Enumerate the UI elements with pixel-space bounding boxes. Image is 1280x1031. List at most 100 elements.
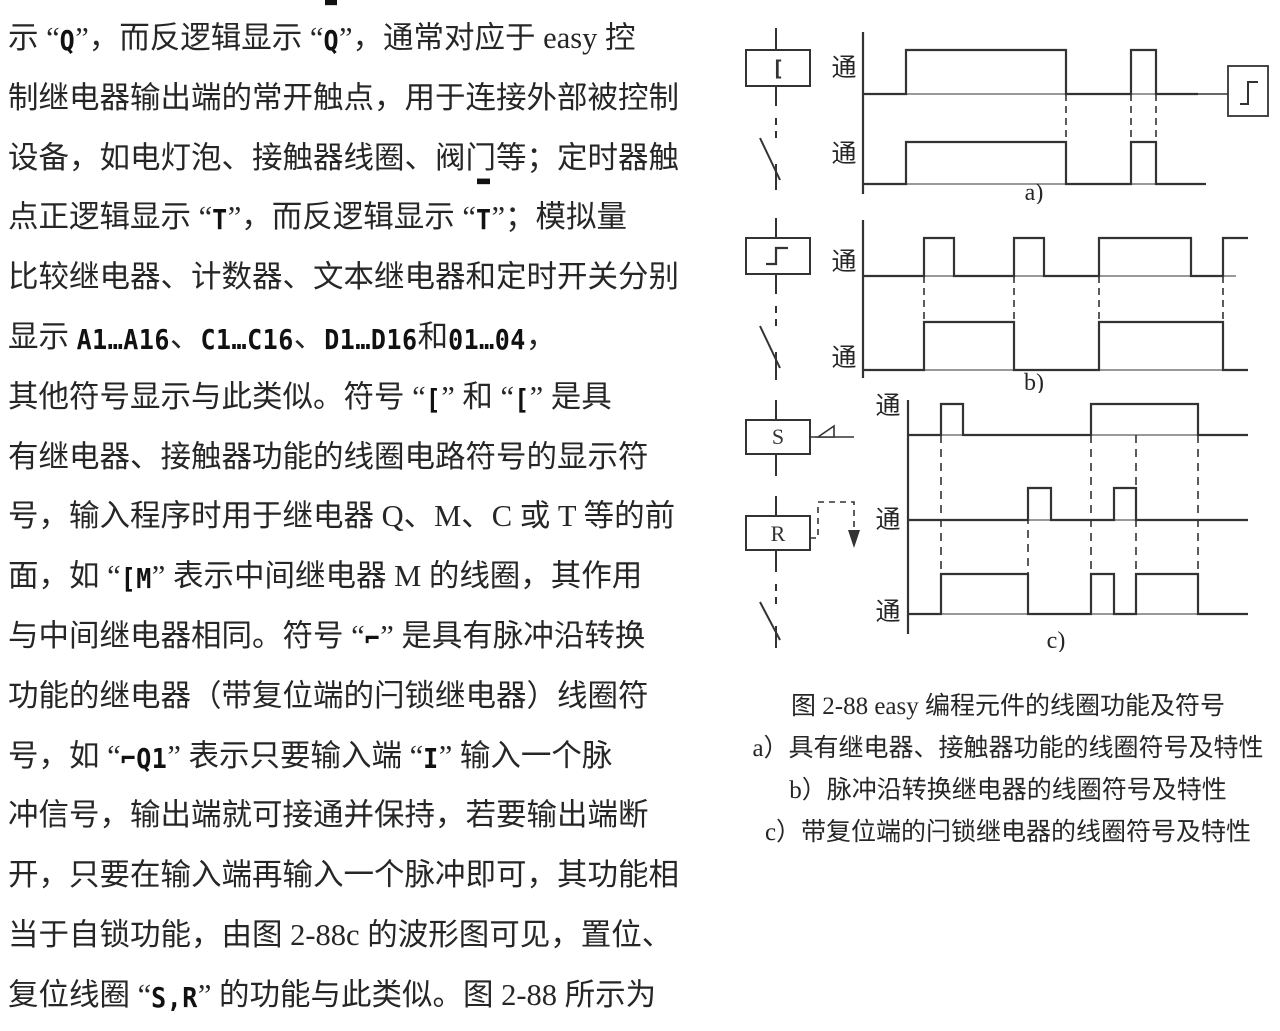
waveform-a-input (863, 48, 1198, 96)
lcd-glyph-run: T (476, 178, 492, 254)
body-text-line: 复位线圈 “S,R” 的功能与此类似。图 2-88 所示为 (8, 965, 724, 1025)
text-run: 比较继电器、计数器、文本继电器和定时开关分别 (8, 260, 679, 295)
text-run: 功能的继电器（带复位端的闩锁继电器）线圈符 (8, 678, 649, 713)
lcd-glyph-run: D1…D16 (324, 323, 418, 356)
waveform-b-input (863, 236, 1248, 278)
book-page: 示 “Q”，而反逻辑显示 “Q”，通常对应于 easy 控制继电器输出端的常开触… (8, 0, 1280, 1013)
body-text-line: 面，如 “[M” 表示中间继电器 M 的线圈，其作用 (8, 546, 724, 606)
figure-caption-c: c）带复位端的闩锁继电器的线圈符号及特性 (764, 819, 1252, 846)
body-text-column: 示 “Q”，而反逻辑显示 “Q”，通常对应于 easy 控制继电器输出端的常开触… (8, 0, 724, 1013)
body-text-line: 冲信号，输出端就可接通并保持，若要输出端断 (8, 785, 724, 845)
axis-label-c-reset: 通 (875, 507, 900, 534)
text-run: 面，如 “ (8, 559, 121, 594)
text-run: ” 表示只要输入端 “ (167, 738, 424, 773)
text-run: 复位线圈 “ (8, 977, 152, 1012)
reset-arrow-head-c (848, 530, 860, 548)
text-run: 与中间继电器相同。符号 “ (8, 619, 365, 653)
figure-caption-b: b）脉冲沿转换继电器的线圈符号及特性 (789, 777, 1227, 804)
body-text-line: 点正逻辑显示 “T”，而反逻辑显示 “T”；模拟量 (8, 178, 724, 247)
body-text-line: 号，如 “⌐Q1” 表示只要输入端 “I” 输入一个脉 (8, 726, 724, 786)
panel-label-c: c) (1047, 628, 1066, 652)
text-run: 点正逻辑显示 “ (8, 200, 213, 235)
lcd-glyph-run: Q (59, 24, 76, 57)
waveform-c-set (908, 402, 1248, 437)
text-run: 设备，如电灯泡、接触器线圈、阀门等；定时器触 (8, 140, 679, 175)
panel-label-b: b) (1024, 370, 1044, 393)
lcd-glyph-run: [M (120, 562, 152, 595)
text-run: 和 (417, 320, 449, 354)
axis-label-c-set: 通 (875, 393, 900, 420)
text-run: 、 (169, 320, 201, 354)
lcd-glyph-run: Q (323, 0, 339, 74)
coil-symbol-glyph-a: [ (772, 57, 785, 81)
waveform-c-output (908, 572, 1248, 616)
lcd-glyph-run: A1…A16 (76, 323, 170, 356)
lcd-glyph-run: ⌐ (364, 622, 381, 655)
body-text-line: 示 “Q”，而反逻辑显示 “Q”，通常对应于 easy 控 (8, 0, 724, 68)
coil-box-a (745, 49, 811, 87)
figure-panel-a: [ 通 通 (736, 14, 1280, 204)
lcd-glyph-run: [ (425, 382, 442, 416)
body-text-line: 当于自锁功能，由图 2-88c 的波形图可见，置位、 (8, 905, 724, 965)
set-symbol-glyph-c: S (772, 424, 784, 449)
reset-feedback-dashed-c (810, 501, 855, 539)
figure-panel-b: 通 通 b) (736, 208, 1280, 393)
set-arrow-head-c (815, 424, 835, 438)
lcd-glyph-run: S,R (151, 980, 198, 1014)
axis-label-a-top: 通 (831, 55, 856, 82)
figure-caption-a: a）具有继电器、接触器功能的线圈符号及特性 (752, 735, 1264, 762)
body-text-line: 开，只要在输入端再输入一个脉冲即可，其功能相 (8, 845, 724, 905)
lcd-glyph-run: T (212, 203, 228, 237)
text-run: 号，输入程序时用于继电器 Q、M、C 或 T 等的前 (8, 499, 676, 534)
coil-symbol-glyph-b (766, 246, 788, 266)
lcd-glyph-run: [ (514, 382, 530, 416)
text-run: ” 表示中间继电器 M 的线圈，其作用 (151, 559, 643, 594)
axis-label-b-bottom: 通 (831, 345, 856, 372)
text-run: 号，如 “ (8, 738, 121, 773)
text-run: ” 输入一个脉 (438, 738, 613, 773)
waveform-a-output (863, 140, 1206, 186)
text-run: ”，而反逻辑显示 “ (75, 21, 324, 55)
body-text-line: 号，输入程序时用于继电器 Q、M、C 或 T 等的前 (8, 486, 724, 546)
reset-box-c (745, 515, 811, 551)
axis-label-c-output: 通 (875, 599, 900, 626)
text-run: ” 和 “ (441, 379, 515, 414)
lcd-glyph-run: ⌐Q1 (120, 741, 168, 775)
figure-column: [ 通 通 (736, 0, 1280, 862)
text-run: 示 “ (8, 21, 60, 55)
text-run: ”，通常对应于 easy 控 (339, 21, 636, 55)
text-run: ”；模拟量 (491, 200, 628, 235)
text-run: ” 是具有脉冲沿转换 (380, 619, 646, 653)
body-text-line: 显示 A1…A16、C1…C16、D1…D16和01…04， (8, 307, 724, 367)
body-text-line: 比较继电器、计数器、文本继电器和定时开关分别 (8, 247, 724, 307)
text-run: 制继电器输出端的常开触点，用于连接外部被控制 (8, 80, 679, 115)
text-run: ” 的功能与此类似。图 2-88 所示为 (197, 977, 657, 1012)
text-run: 开，只要在输入端再输入一个脉冲即可，其功能相 (8, 858, 679, 893)
axis-label-b-top: 通 (831, 249, 856, 276)
text-run: ， (525, 320, 557, 354)
body-text-line: 设备，如电灯泡、接触器线圈、阀门等；定时器触 (8, 128, 724, 188)
figure-caption-title: 图 2-88 easy 编程元件的线圈功能及符号 (791, 693, 1225, 720)
body-text-line: 功能的继电器（带复位端的闩锁继电器）线圈符 (8, 666, 724, 726)
body-text-line: 制继电器输出端的常开触点，用于连接外部被控制 (8, 68, 724, 128)
text-run: 有继电器、接触器功能的线圈电路符号的显示符 (8, 439, 649, 474)
output-box-glyph-a (1240, 81, 1258, 105)
output-box-a (1227, 65, 1269, 117)
text-run: 当于自锁功能，由图 2-88c 的波形图可见，置位、 (8, 918, 673, 952)
text-run: 冲信号，输出端就可接通并保持，若要输出端断 (8, 798, 649, 833)
body-text-line: 与中间继电器相同。符号 “⌐” 是具有脉冲沿转换 (8, 606, 724, 666)
text-run: 其他符号显示与此类似。符号 “ (8, 379, 426, 414)
text-run: ”，而反逻辑显示 “ (227, 200, 476, 235)
text-run: 、 (293, 320, 325, 354)
figure-panel-c: S R 通 通 通 (736, 392, 1280, 652)
text-run: 显示 (8, 320, 77, 354)
reset-symbol-glyph-c: R (771, 521, 786, 546)
coil-box-b (745, 237, 811, 275)
panel-label-a: a) (1025, 180, 1044, 204)
text-run: ” 是具 (529, 379, 612, 414)
axis-label-a-bottom: 通 (831, 141, 856, 168)
waveform-b-output (863, 320, 1248, 372)
lcd-glyph-run: I (423, 741, 439, 775)
lcd-glyph-run: 01…04 (448, 323, 526, 356)
lcd-glyph-run: C1…C16 (200, 323, 294, 356)
